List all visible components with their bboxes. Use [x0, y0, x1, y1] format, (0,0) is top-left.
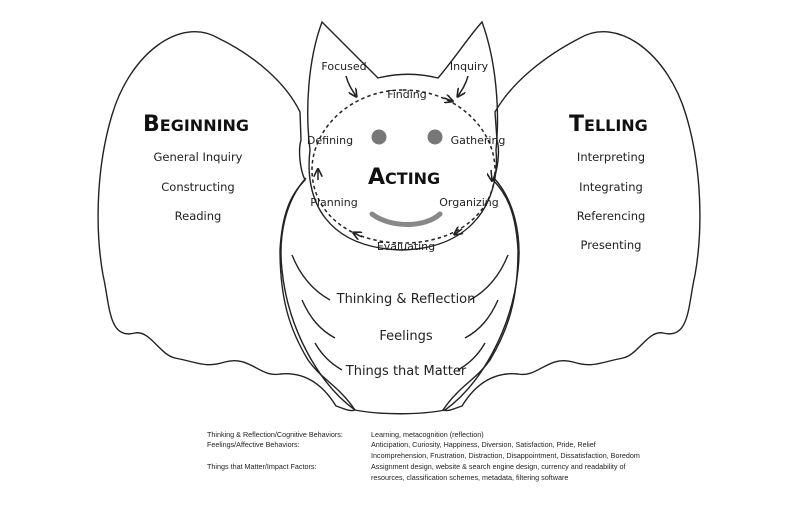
cycle-label-evaluating: Evaluating [377, 240, 435, 253]
cycle-arrow-2 [491, 169, 492, 180]
ear-label-right: Inquiry [450, 60, 489, 73]
ear-label-left: Focused [321, 60, 366, 73]
telling-item: Interpreting [577, 150, 645, 164]
cycle-arrow-3 [455, 229, 462, 234]
bat-body [280, 177, 520, 415]
body-ridge-right-2 [464, 299, 499, 339]
cycle-arrow-4 [354, 233, 362, 237]
bat-head [307, 20, 499, 251]
legend-desc: Assignment design, website & search engi… [371, 462, 626, 471]
body-ridge-left-2 [301, 299, 336, 339]
body-item: Feelings [379, 329, 432, 344]
focused-arrow [345, 75, 356, 96]
body-item: Thinking & Reflection [336, 292, 476, 307]
cycle-label-gathering: Gathering [451, 134, 506, 147]
beginning-item: Constructing [161, 180, 235, 194]
telling-item: Presenting [581, 238, 642, 252]
right-eye [427, 129, 443, 145]
smile [369, 211, 443, 227]
legend-desc: Anticipation, Curiosity, Happiness, Dive… [371, 440, 596, 449]
telling-item: Referencing [577, 209, 646, 223]
cycle-label-organizing: Organizing [439, 196, 499, 209]
left-wing [97, 31, 357, 412]
legend-desc: resources, classification schemes, metad… [371, 473, 569, 482]
legend-desc: Incomprehension, Frustration, Distractio… [371, 451, 640, 460]
body-ridge-left-1 [291, 254, 331, 301]
legend-term: Feelings/Affective Behaviors: [207, 440, 300, 449]
beginning-item: General Inquiry [154, 150, 243, 164]
cycle-label-finding: Finding [387, 88, 427, 101]
cycle-label-planning: Planning [310, 196, 357, 209]
process-cycle [311, 89, 496, 244]
beginning-title: BEGINNING [143, 112, 249, 137]
acting-title: ACTING [368, 165, 440, 190]
legend-term: Things that Matter/Impact Factors: [207, 462, 317, 471]
inquiry-arrow [458, 75, 469, 96]
telling-item: Integrating [579, 180, 643, 194]
legend-desc: Learning, metacognition (reflection) [371, 430, 484, 439]
telling-title: TELLING [569, 112, 648, 137]
left-eye [371, 129, 387, 145]
legend-term: Thinking & Reflection/Cognitive Behavior… [207, 430, 343, 439]
beginning-item: Reading [175, 209, 222, 223]
cycle-label-defining: Defining [307, 134, 353, 147]
right-wing [441, 31, 701, 412]
body-item: Things that Matter [345, 364, 467, 379]
body-ridge-left-3 [314, 342, 343, 371]
cycle-arrow-1 [444, 98, 452, 101]
body-ridge-right-1 [469, 254, 509, 301]
body-ridge-right-3 [457, 342, 486, 371]
